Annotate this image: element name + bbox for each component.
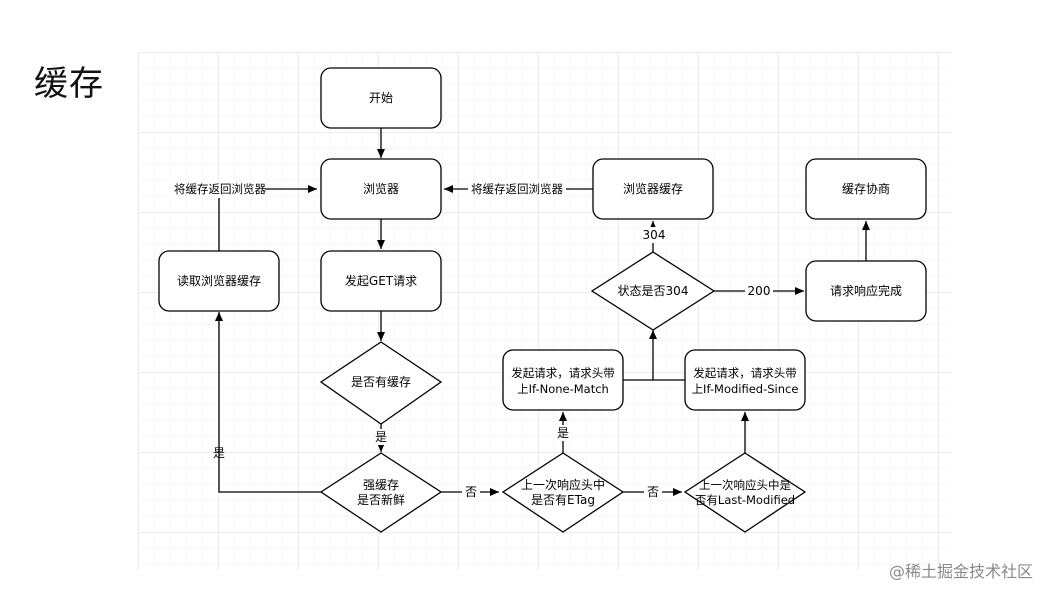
node-read-cache-label: 读取浏览器缓存 <box>177 273 261 288</box>
edge-label-return-left: 将缓存返回浏览器 <box>174 182 266 196</box>
edge-readcache-browser <box>218 185 317 251</box>
node-ims <box>684 349 806 411</box>
node-etag <box>501 452 625 533</box>
node-get-request <box>320 250 442 312</box>
edge-label-return-right: 将缓存返回浏览器 <box>471 182 563 196</box>
node-response-done-label: 请求响应完成 <box>830 283 902 298</box>
node-strong-cache <box>319 452 443 533</box>
node-has-cache <box>319 341 443 425</box>
edge-label-no-strong: 否 <box>465 485 477 499</box>
edge-label-yes-etag: 是 <box>557 426 569 440</box>
edge-label-304: 304 <box>643 228 666 242</box>
edge-strong-readcache <box>215 312 321 493</box>
node-lastmod-label-1: 上一次响应头中是 <box>699 478 791 492</box>
node-lastmod <box>683 452 807 533</box>
node-inm <box>502 349 624 411</box>
node-etag-label-2: 是否有ETag <box>531 493 595 507</box>
footer-watermark: @稀土掘金技术社区 <box>888 562 1033 581</box>
node-browser-cache <box>592 158 714 220</box>
node-browser <box>320 158 442 220</box>
node-browser-cache-label: 浏览器缓存 <box>623 181 683 196</box>
edge-label-yes-strong: 是 <box>213 446 225 460</box>
node-lastmod-label-2: 否有Last-Modified <box>695 493 795 507</box>
node-strong-cache-label-2: 是否新鲜 <box>357 492 405 507</box>
node-status-304 <box>590 251 716 331</box>
edge-label-200: 200 <box>748 284 771 298</box>
node-read-cache <box>158 250 280 312</box>
node-has-cache-label: 是否有缓存 <box>351 375 411 389</box>
node-inm-label-1: 发起请求，请求头带 <box>511 366 615 380</box>
node-etag-label-1: 上一次响应头中 <box>521 477 605 492</box>
node-start <box>320 67 442 129</box>
edge-label-no-etag: 否 <box>647 485 659 499</box>
node-ims-label-2: 上If-Modified-Since <box>692 382 799 396</box>
node-response-done <box>805 260 927 322</box>
node-status-304-label: 状态是否304 <box>618 284 689 298</box>
edge-label-yes-has-cache: 是 <box>375 430 387 444</box>
node-browser-label: 浏览器 <box>363 181 399 196</box>
node-ims-label-1: 发起请求，请求头带 <box>693 366 797 380</box>
node-get-request-label: 发起GET请求 <box>345 273 417 288</box>
node-start-label: 开始 <box>369 91 393 105</box>
node-negotiate <box>805 158 927 220</box>
node-negotiate-label: 缓存协商 <box>842 181 890 196</box>
node-inm-label-2: 上If-None-Match <box>517 382 609 396</box>
node-strong-cache-label-1: 强缓存 <box>363 478 399 492</box>
page-title: 缓存 <box>34 64 104 104</box>
